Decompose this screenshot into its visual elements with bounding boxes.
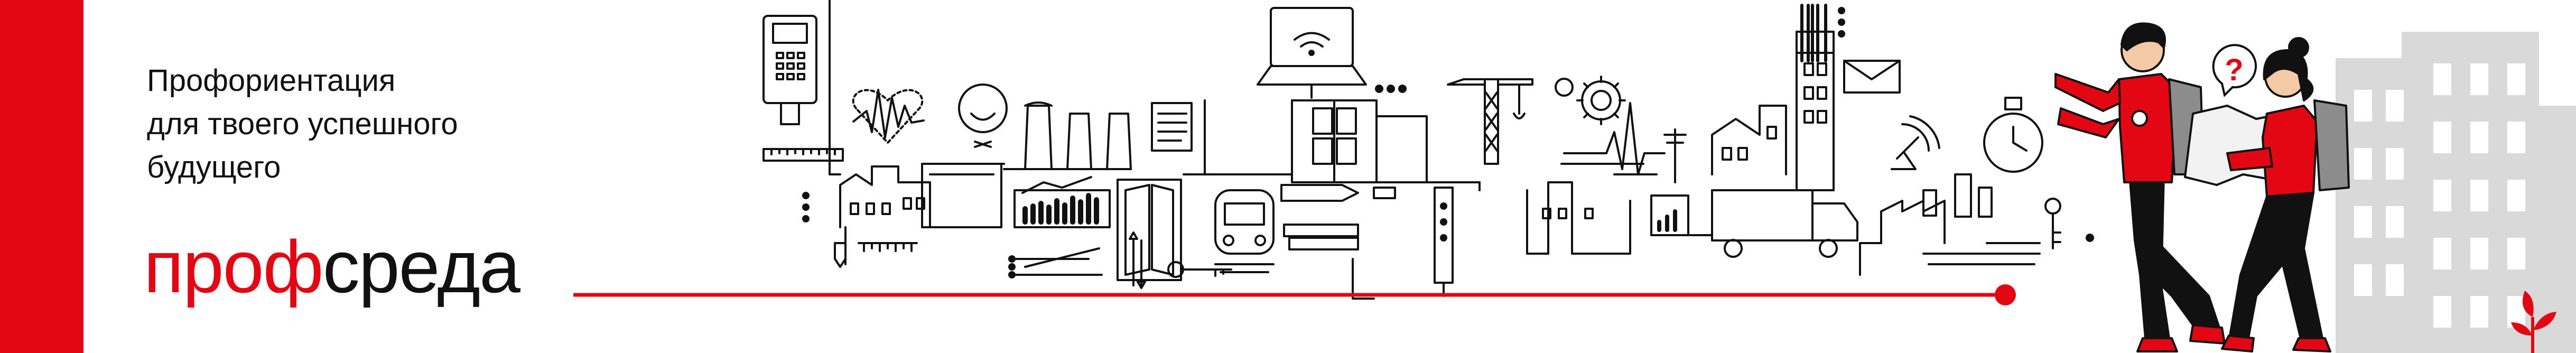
question-mark: ?	[2225, 53, 2243, 87]
tagline-line-2: для твоего успешного	[147, 107, 458, 141]
brand-logo: профсреда	[144, 225, 520, 308]
students-icon	[2054, 22, 2350, 352]
tagline: Профориентация для твоего успешного буду…	[147, 59, 622, 189]
timeline	[573, 284, 2016, 305]
industrial-city-icon	[762, 0, 2094, 300]
question-bubble-icon: ?	[2212, 44, 2257, 97]
logo-part-prof: проф	[144, 225, 324, 308]
left-accent-stripe	[0, 0, 83, 353]
tagline-line-3: будущего	[147, 150, 281, 184]
tagline-line-1: Профориентация	[147, 63, 396, 98]
sprout-icon	[2511, 291, 2556, 353]
background-buildings	[2336, 32, 2576, 353]
logo-part-sreda: среда	[322, 225, 520, 308]
